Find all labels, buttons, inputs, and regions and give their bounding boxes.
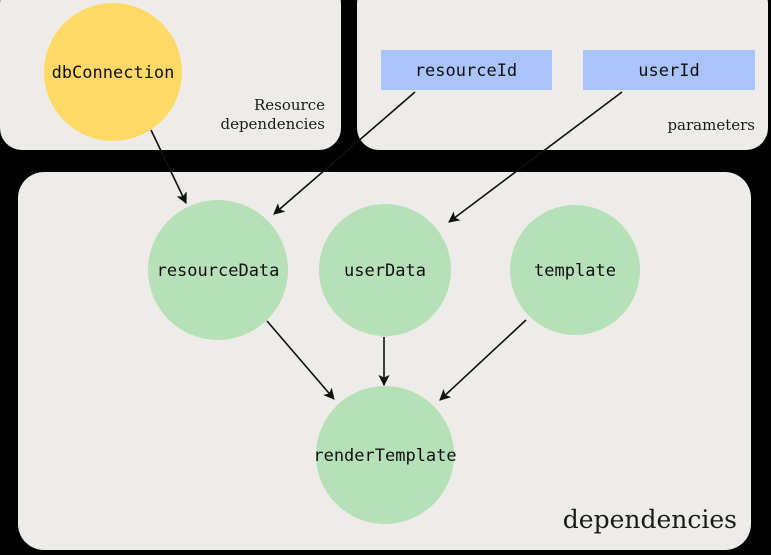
edges-layer	[150, 91, 623, 401]
node-template-label: template	[534, 261, 616, 281]
node-rendertemplate-label: renderTemplate	[313, 446, 456, 466]
node-resourceid-shape[interactable]	[381, 50, 552, 90]
node-template-shape[interactable]	[510, 205, 640, 335]
edge-userid-to-userdata	[448, 91, 623, 223]
cluster-parameters-label: parameters	[667, 116, 755, 134]
node-resourcedata-shape[interactable]	[148, 200, 288, 340]
node-dbconnection-label: dbConnection	[52, 63, 175, 83]
node-userdata-label: userData	[344, 261, 426, 281]
node-resourceid-label: resourceId	[415, 61, 517, 81]
node-userid[interactable]: userId	[583, 50, 755, 90]
node-rendertemplate-shape[interactable]	[316, 386, 454, 524]
node-dbconnection[interactable]: dbConnection	[44, 3, 182, 141]
node-resourcedata[interactable]: resourceData	[148, 200, 288, 340]
edge-resourcedata-to-rendertemplate	[266, 320, 335, 400]
cluster-resource-dependencies-label-line1: Resource	[254, 96, 325, 114]
node-dbconnection-shape[interactable]	[44, 3, 182, 141]
node-userid-label: userId	[638, 61, 699, 81]
node-rendertemplate[interactable]: renderTemplate	[313, 386, 457, 524]
node-template[interactable]: template	[510, 205, 640, 335]
edge-dbconnection-to-resourcedata	[150, 129, 187, 205]
node-userid-shape[interactable]	[583, 50, 755, 90]
edge-resourceid-to-resourcedata	[273, 91, 416, 215]
node-resourceid[interactable]: resourceId	[381, 50, 552, 90]
edge-template-to-rendertemplate	[439, 319, 527, 401]
cluster-resource-dependencies-label-line2: dependencies	[220, 115, 325, 133]
node-userdata[interactable]: userData	[319, 204, 451, 336]
node-resourcedata-label: resourceData	[157, 261, 280, 281]
node-userdata-shape[interactable]	[319, 204, 451, 336]
cluster-parameters-box	[357, 0, 768, 150]
cluster-dependencies-label: dependencies	[563, 505, 737, 534]
cluster-parameters: parameters	[357, 0, 768, 150]
